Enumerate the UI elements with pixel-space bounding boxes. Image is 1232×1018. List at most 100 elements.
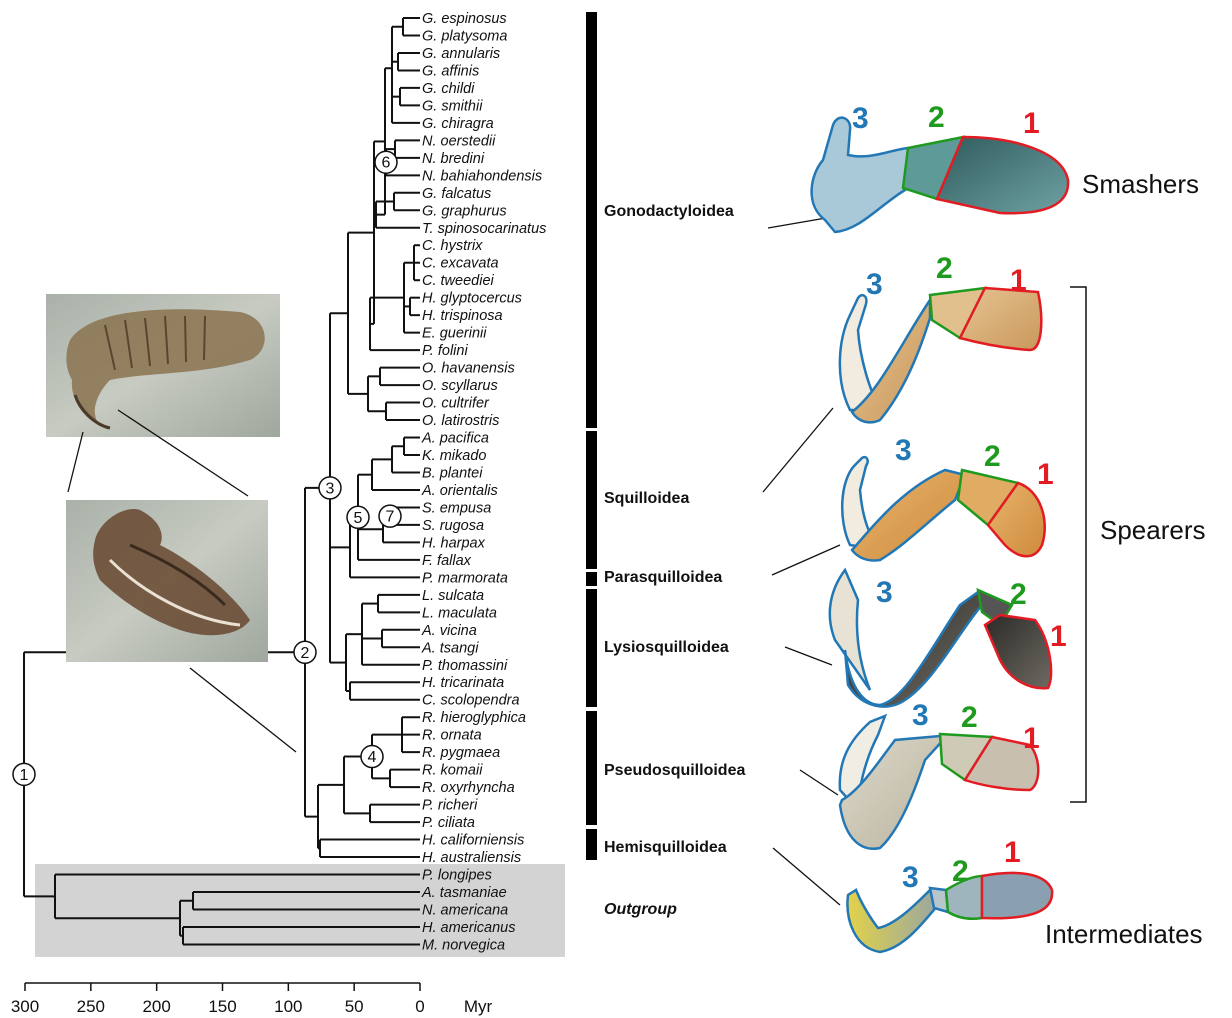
claw-intermediate-seg1: 1 [1004, 836, 1021, 869]
node-label-6: 6 [382, 155, 391, 172]
taxon-label: G. smithii [422, 98, 483, 114]
category-smashers: Smashers [1082, 169, 1199, 199]
taxon-label: P. ciliata [422, 815, 475, 831]
group-label-parasquilloidea: Parasquilloidea [604, 569, 722, 586]
group-label-outgroup: Outgroup [604, 901, 677, 918]
claw-smasher-seg1: 1 [1023, 107, 1040, 140]
claw-spearer-1-seg2: 2 [936, 252, 953, 285]
node-label-4: 4 [368, 749, 377, 766]
taxon-label: P. marmorata [422, 570, 508, 586]
axis-tick-label: 0 [415, 997, 424, 1016]
taxon-label: A. tasmaniae [421, 885, 507, 901]
axis-tick-label: 200 [142, 997, 170, 1016]
taxon-label: G. platysoma [422, 28, 507, 44]
taxon-label: O. cultrifer [422, 396, 490, 412]
group-label-pseudosquilloidea: Pseudosquilloidea [604, 762, 745, 779]
taxon-label: P. richeri [422, 798, 478, 814]
claw-spearer-3-seg1: 1 [1050, 620, 1067, 653]
taxon-label: S. rugosa [422, 518, 484, 534]
taxon-label: C. hystrix [422, 238, 483, 254]
claw-spearer-4-seg3: 3 [912, 699, 929, 732]
node-label-5: 5 [354, 510, 363, 527]
category-spearers: Spearers [1100, 515, 1206, 545]
taxon-label: G. annularis [422, 46, 500, 62]
category-intermediates: Intermediates [1045, 919, 1203, 949]
fossil-claw-detail [66, 500, 268, 662]
taxon-label: R. komaii [422, 763, 483, 779]
taxon-label: F. fallax [422, 553, 472, 569]
taxon-label: P. thomassini [422, 658, 508, 674]
claw-spearer-1-seg3: 3 [866, 268, 883, 301]
group-label-lysiosquilloidea: Lysiosquilloidea [604, 639, 729, 656]
axis-unit: Myr [464, 997, 493, 1016]
claw-intermediate-seg2: 2 [952, 855, 969, 888]
taxon-label: H. californiensis [422, 833, 524, 849]
taxon-label: R. hieroglyphica [422, 710, 526, 726]
taxon-label: E. guerinii [422, 326, 487, 342]
claw-intermediate-seg3: 3 [902, 861, 919, 894]
taxon-label: G. falcatus [422, 186, 491, 202]
claw-spearer-4-seg2: 2 [961, 701, 978, 734]
taxon-label: H. americanus [422, 920, 515, 936]
taxon-label: L. sulcata [422, 588, 484, 604]
taxon-label: G. espinosus [422, 11, 507, 27]
taxon-label: A. orientalis [421, 483, 498, 499]
axis-tick-label: 100 [274, 997, 302, 1016]
claw-spearer-2-seg3: 3 [895, 434, 912, 467]
claw-spearer-3-seg3: 3 [876, 576, 893, 609]
taxon-label: L. maculata [422, 605, 497, 621]
tree-branches [24, 18, 420, 944]
axis-tick-label: 300 [11, 997, 39, 1016]
taxon-labels: G. espinosusG. platysoma G. annularisG. a… [421, 11, 546, 953]
spearers-bracket [1070, 287, 1086, 802]
taxon-label: P. folini [422, 343, 468, 359]
connector-lines [763, 218, 840, 905]
claw-spearer-2-seg2: 2 [984, 440, 1001, 473]
claw-spearer-4 [840, 716, 1038, 849]
taxon-label: H. tricarinata [422, 675, 504, 691]
claw-spearer-3-seg2: 2 [1010, 578, 1027, 611]
taxon-label: M. norvegica [422, 937, 505, 953]
taxon-label: H. australiensis [422, 850, 521, 866]
taxon-label: A. pacifica [421, 431, 489, 447]
taxon-label: N. americana [422, 902, 508, 918]
claw-spearer-2 [842, 457, 1045, 560]
group-label-hemisquilloidea: Hemisquilloidea [604, 839, 727, 856]
claw-spearer-2-seg1: 1 [1037, 458, 1054, 491]
taxon-label: N. bredini [422, 151, 485, 167]
taxon-label: C. scolopendra [422, 693, 520, 709]
taxon-label: T. spinosocarinatus [422, 221, 546, 237]
taxon-label: R. pygmaea [422, 745, 500, 761]
group-bars [586, 12, 597, 860]
taxon-label: N. oerstedii [422, 133, 496, 149]
taxon-label: P. longipes [422, 868, 492, 884]
node-label-1: 1 [20, 767, 29, 784]
taxon-label: O. scyllarus [422, 378, 498, 394]
time-axis: 300250200150100500Myr [11, 983, 493, 1016]
claw-smasher-seg2: 2 [928, 101, 945, 134]
taxon-label: R. oxyrhyncha [422, 780, 515, 796]
taxon-label: B. plantei [422, 465, 483, 481]
claw-spearer-4-seg1: 1 [1023, 722, 1040, 755]
taxon-label: G. affinis [422, 63, 479, 79]
taxon-label: C. tweediei [422, 273, 495, 289]
taxon-label: A. vicina [421, 623, 477, 639]
node-label-3: 3 [326, 480, 335, 497]
taxon-label: C. excavata [422, 256, 499, 272]
taxon-label: H. harpax [422, 535, 486, 551]
axis-tick-label: 150 [208, 997, 236, 1016]
claw-spearer-1-seg1: 1 [1010, 264, 1027, 297]
axis-tick-label: 250 [77, 997, 105, 1016]
fossil-photo [46, 294, 280, 437]
claw-smasher-seg3: 3 [852, 102, 869, 135]
taxon-label: H. glyptocercus [422, 291, 522, 307]
taxon-label: A. tsangi [421, 640, 479, 656]
group-label-gonodactyloidea: Gonodactyloidea [604, 203, 734, 220]
taxon-label: G. chiragra [422, 116, 494, 132]
taxon-label: O. latirostris [422, 413, 499, 429]
claw-intermediate [847, 873, 1052, 952]
taxon-label: G. childi [422, 81, 475, 97]
node-label-7: 7 [386, 509, 395, 526]
taxon-label: G. graphurus [422, 203, 507, 219]
taxon-label: O. havanensis [422, 361, 515, 377]
